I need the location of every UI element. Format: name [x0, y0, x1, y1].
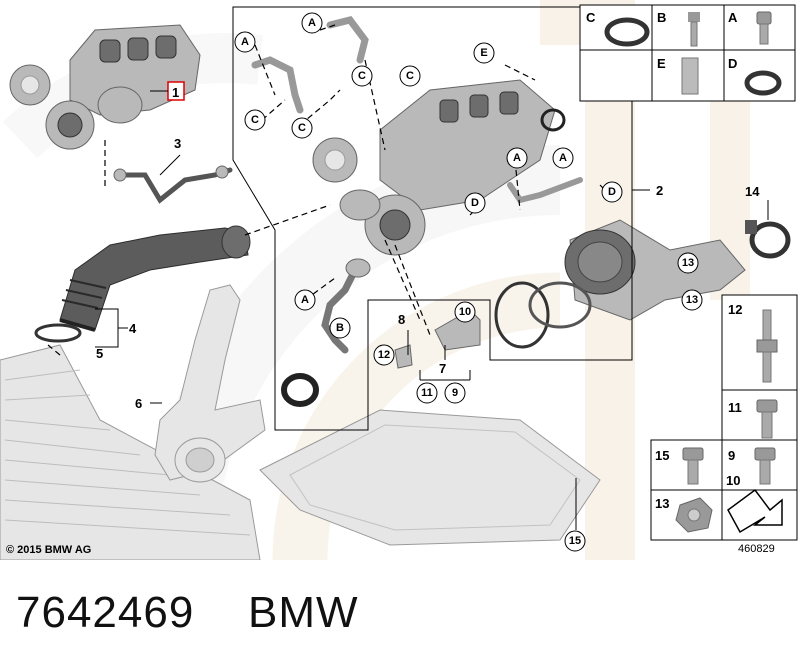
legend-stud-image: [688, 12, 700, 47]
callout-8[interactable]: 8: [398, 312, 405, 327]
svg-text:A: A: [241, 36, 249, 48]
svg-text:12: 12: [378, 349, 390, 361]
ref-c-3[interactable]: C: [351, 65, 373, 87]
v-band-clamp-image: [494, 281, 592, 349]
bolt-11-image: [756, 399, 778, 439]
bolt-15-image: [682, 447, 704, 485]
bolt-9-10-image: [754, 447, 776, 485]
ref-a-1[interactable]: A: [234, 31, 256, 53]
parts-diagram: C B A E D: [0, 0, 798, 560]
legend-letter-d: D: [728, 56, 737, 71]
leader-lines: [47, 24, 611, 356]
coolant-line-image: [251, 16, 583, 204]
circled-callout-15[interactable]: 15: [564, 530, 586, 552]
svg-text:D: D: [608, 186, 616, 198]
turbocharger-image: [312, 79, 556, 256]
ref-a-5[interactable]: A: [294, 289, 316, 311]
o-ring-image[interactable]: [34, 323, 82, 343]
hose-clamp-14-image: [745, 220, 791, 259]
heat-shield-image: [259, 409, 601, 546]
svg-text:13: 13: [682, 257, 694, 269]
catalytic-converter-image: [564, 219, 746, 321]
svg-text:C: C: [406, 70, 414, 82]
fastener-label-15: 15: [655, 448, 669, 463]
image-number: 460829: [738, 543, 775, 555]
svg-text:A: A: [559, 152, 567, 164]
svg-text:15: 15: [569, 535, 581, 547]
circled-callout-10[interactable]: 10: [454, 301, 476, 323]
fastener-panel: [650, 294, 798, 541]
legend-letter-a: A: [728, 10, 738, 25]
ref-c-1[interactable]: C: [244, 109, 266, 131]
callout-4[interactable]: 4: [129, 321, 137, 336]
intercooler-image: [0, 344, 261, 560]
circled-callout-12[interactable]: 12: [373, 344, 395, 366]
brand-name: BMW: [248, 588, 359, 637]
svg-text:C: C: [298, 122, 306, 134]
circled-callout-11[interactable]: 11: [416, 382, 438, 404]
legend-letter-e: E: [657, 56, 666, 71]
stud-12-image: [756, 309, 778, 383]
svg-text:A: A: [308, 17, 316, 29]
legend-letter-b: B: [657, 10, 666, 25]
arrow-icon: [727, 488, 783, 534]
ref-a-3[interactable]: A: [506, 147, 528, 169]
legend-panel: [579, 4, 796, 102]
fastener-label-10: 10: [726, 473, 740, 488]
callout-3[interactable]: 3: [174, 136, 181, 151]
legend-oring-image: [604, 17, 650, 47]
svg-text:C: C: [251, 114, 259, 126]
copyright-text: © 2015 BMW AG: [6, 544, 91, 556]
legend-gasket-image: [744, 70, 782, 96]
callout-5[interactable]: 5: [96, 346, 103, 361]
ref-d-1[interactable]: D: [464, 192, 486, 214]
ref-a-2[interactable]: A: [301, 12, 323, 34]
ref-e-1[interactable]: E: [473, 42, 495, 64]
callout-1[interactable]: 1: [172, 85, 179, 100]
fastener-label-13: 13: [655, 496, 669, 511]
gasket-ring-image: [540, 108, 566, 132]
fastener-label-11: 11: [728, 400, 742, 415]
intake-pipe-image: [154, 284, 266, 483]
svg-text:A: A: [513, 152, 521, 164]
svg-text:D: D: [471, 197, 479, 209]
ref-b-1[interactable]: B: [329, 317, 351, 339]
part-number: 7642469: [16, 588, 195, 637]
fastener-label-9: 9: [728, 448, 735, 463]
oil-line-image[interactable]: [113, 165, 233, 204]
ref-a-4[interactable]: A: [552, 147, 574, 169]
legend-letter-c: C: [586, 10, 596, 25]
fastener-label-12: 12: [728, 302, 742, 317]
nut-13-image: [675, 497, 713, 533]
callout-14[interactable]: 14: [745, 184, 760, 199]
svg-text:C: C: [358, 70, 366, 82]
sleeve-ring-image: [281, 373, 319, 407]
oil-return-line-image: [321, 258, 371, 354]
svg-text:9: 9: [452, 387, 458, 399]
ref-d-2[interactable]: D: [601, 181, 623, 203]
svg-text:10: 10: [459, 306, 471, 318]
svg-text:E: E: [480, 47, 487, 59]
callout-6[interactable]: 6: [135, 396, 142, 411]
circled-callout-13a[interactable]: 13: [677, 252, 699, 274]
circled-callout-9[interactable]: 9: [444, 382, 466, 404]
svg-text:A: A: [301, 294, 309, 306]
svg-text:11: 11: [421, 387, 433, 399]
charge-air-pipe-image[interactable]: [59, 225, 251, 332]
callout-2[interactable]: 2: [656, 183, 663, 198]
ref-c-4[interactable]: C: [399, 65, 421, 87]
legend-sleeve-nut-image: [681, 57, 699, 95]
circled-callout-13b[interactable]: 13: [681, 289, 703, 311]
svg-text:13: 13: [686, 294, 698, 306]
callout-7[interactable]: 7: [439, 361, 446, 376]
svg-text:B: B: [336, 322, 344, 334]
legend-socket-screw-image: [756, 11, 772, 45]
ref-c-2[interactable]: C: [291, 117, 313, 139]
